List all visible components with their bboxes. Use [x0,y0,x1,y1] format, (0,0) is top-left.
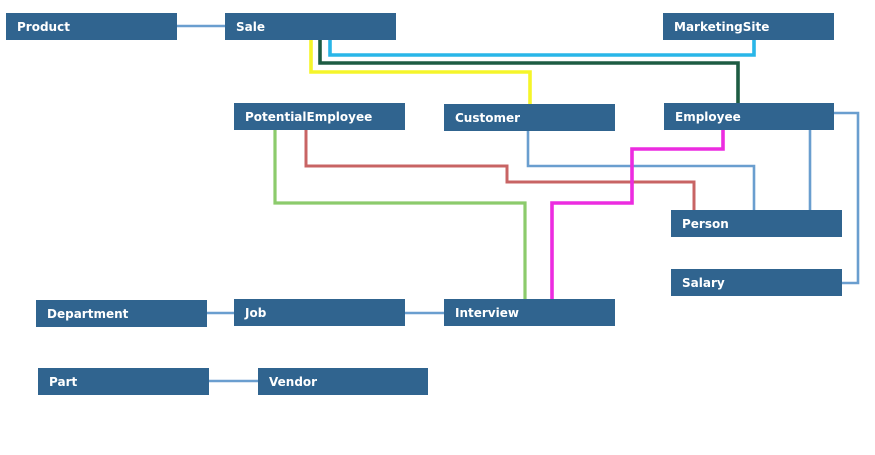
edge-potentialemployee-interview [273,130,527,299]
node-box-marketingsite [663,13,834,40]
node-potentialemployee[interactable]: PotentialEmployee [234,103,405,130]
node-label-vendor: Vendor [269,375,317,389]
node-job[interactable]: Job [234,299,405,326]
node-label-interview: Interview [455,306,519,320]
edge-customer-person [526,131,756,210]
node-box-vendor [258,368,428,395]
node-vendor[interactable]: Vendor [258,368,428,395]
node-box-salary [671,269,842,296]
edge-potentialemployee-person [304,130,696,210]
node-box-part [38,368,209,395]
edges-layer [177,24,860,383]
node-label-department: Department [47,307,129,321]
node-marketingsite[interactable]: MarketingSite [663,13,834,40]
node-employee[interactable]: Employee [664,103,834,130]
node-box-potentialemployee [234,103,405,130]
node-label-potentialemployee: PotentialEmployee [245,110,372,124]
node-box-employee [664,103,834,130]
node-box-sale [225,13,396,40]
node-box-interview [444,299,615,326]
node-department[interactable]: Department [36,300,207,327]
node-part[interactable]: Part [38,368,209,395]
node-label-employee: Employee [675,110,741,124]
node-label-part: Part [49,375,77,389]
node-sale[interactable]: Sale [225,13,396,40]
edge-sale-customer [309,40,532,104]
node-label-job: Job [244,306,267,320]
node-label-customer: Customer [455,111,520,125]
node-label-sale: Sale [236,20,265,34]
node-box-department [36,300,207,327]
node-box-customer [444,104,615,131]
edge-employee-salary [834,111,860,285]
nodes-layer: Product Sale MarketingSitePotentialEmploye… [6,13,842,395]
node-product[interactable]: Product [6,13,177,40]
node-label-product: Product [17,20,70,34]
node-label-marketingsite: MarketingSite [674,20,769,34]
node-salary[interactable]: Salary [671,269,842,296]
node-box-product [6,13,177,40]
node-box-job [234,299,405,326]
node-interview[interactable]: Interview [444,299,615,326]
node-label-person: Person [682,217,729,231]
node-customer[interactable]: Customer [444,104,615,131]
node-box-person [671,210,842,237]
node-label-salary: Salary [682,276,725,290]
edge-employee-interview [550,130,725,299]
edge-sale-employee [318,40,740,103]
edge-sale-marketingsite [328,40,756,57]
node-person[interactable]: Person [671,210,842,237]
